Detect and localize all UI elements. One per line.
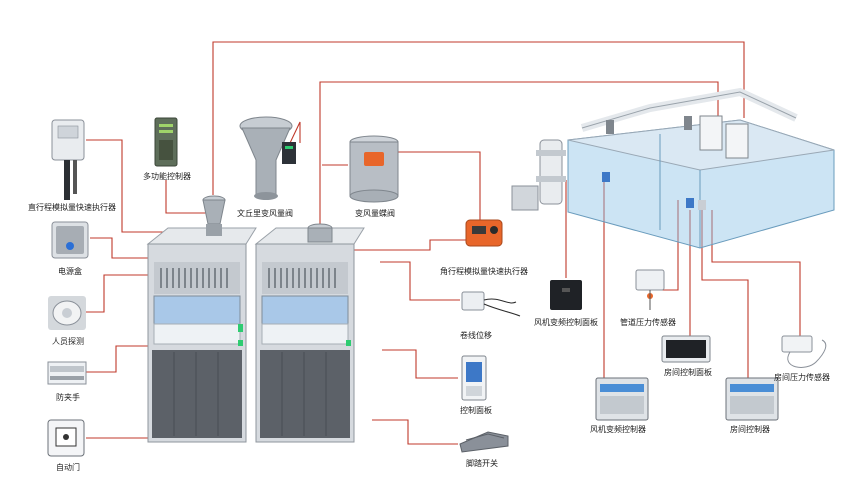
wire-angular-to-cabinet — [330, 239, 468, 251]
label-angular-actuator: 角行程模拟量快速执行器 — [440, 267, 528, 276]
wire-second — [319, 81, 719, 225]
angular-actuator-icon — [465, 219, 503, 247]
room-pressure-icon — [781, 335, 827, 368]
fan-vfd-controller-icon — [595, 377, 649, 421]
label-foot-switch: 脚踏开关 — [466, 459, 498, 468]
wire-multi-controller — [165, 180, 206, 214]
label-sash-sensor: 卷线位移 — [460, 331, 492, 340]
label-control-panel: 控制面板 — [460, 406, 492, 415]
wire-venturi-actuator — [289, 121, 301, 144]
label-auto-door: 自动门 — [56, 463, 80, 472]
wiring — [86, 41, 801, 445]
label-vav-butterfly: 变风量蝶阀 — [355, 209, 395, 218]
label-fan-vfd-controller: 风机变频控制器 — [590, 425, 646, 434]
label-room-pressure: 房间压力传感器 — [774, 373, 830, 382]
label-room-panel: 房间控制面板 — [664, 368, 712, 377]
label-presence-sensor: 人员探测 — [52, 337, 84, 346]
sash-sensor-icon — [461, 291, 521, 317]
power-box-icon — [51, 221, 89, 259]
foot-switch-icon — [459, 431, 509, 453]
label-multi-controller: 多功能控制器 — [143, 172, 191, 181]
fume-hood-2 — [254, 223, 365, 443]
presence-sensor-icon — [48, 296, 86, 330]
wire-room-pressure — [711, 210, 801, 340]
wire-foot-switch — [372, 419, 458, 445]
room-controller-icon — [725, 377, 779, 421]
label-duct-pressure: 管道压力传感器 — [620, 318, 676, 327]
label-power-box: 电源盒 — [58, 267, 82, 276]
duct-pressure-icon — [635, 269, 665, 310]
label-fan-vfd-panel: 风机变频控制面板 — [534, 318, 598, 327]
wire-presence — [86, 274, 148, 313]
fan-vfd-panel-icon — [550, 280, 582, 310]
wire-control-panel — [382, 349, 458, 379]
label-anti-pinch: 防夹手 — [56, 393, 80, 402]
wire-top — [212, 41, 745, 195]
venturi-valve-icon — [239, 116, 296, 200]
label-venturi-valve: 文丘里变风量阀 — [237, 209, 293, 218]
wire-vav-to-angular — [398, 151, 481, 222]
vav-butterfly-icon — [349, 135, 399, 203]
anti-pinch-icon — [47, 361, 87, 385]
wire-linear-actuator — [86, 139, 214, 233]
auto-door-icon — [47, 419, 85, 457]
label-linear-actuator: 直行程模拟量快速执行器 — [28, 203, 116, 212]
room-panel-icon — [661, 335, 711, 363]
linear-actuator-icon — [51, 119, 85, 200]
fume-hood-1 — [146, 195, 257, 443]
wire-power-box — [90, 237, 148, 259]
multi-controller-icon — [154, 117, 178, 167]
wire-sash — [380, 261, 460, 301]
wire-room-controller — [701, 210, 749, 380]
wire-anti-pinch — [86, 345, 162, 373]
label-room-controller: 房间控制器 — [730, 425, 770, 434]
room-system — [511, 87, 835, 249]
control-panel-icon — [461, 355, 487, 401]
